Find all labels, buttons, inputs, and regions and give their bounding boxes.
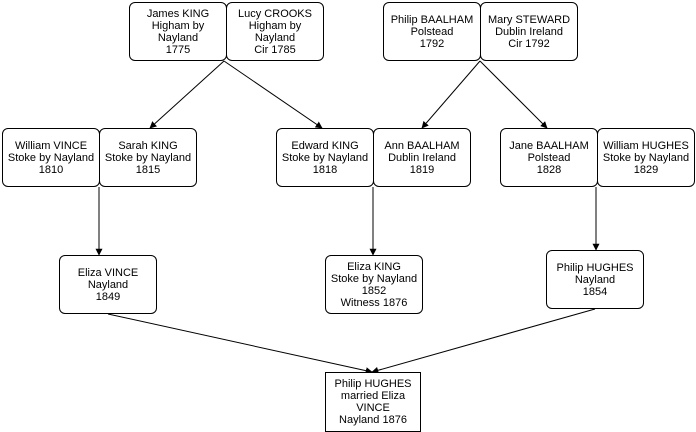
person-text-line: Polstead <box>527 151 571 164</box>
person-text-line: Dublin Ireland <box>388 151 456 164</box>
person-text-line: William VINCE <box>14 139 88 152</box>
person-text-line: Nayland <box>574 273 616 286</box>
edge-philip-hughes-to-marriage <box>371 308 596 374</box>
person-text-line: Higham by <box>248 19 302 32</box>
person-text-line: Stoke by Nayland <box>330 272 418 285</box>
person-text-line: Eliza KING <box>347 260 401 273</box>
person-text-line: Jane BAALHAM <box>509 139 589 152</box>
person-text-line: Nayland <box>87 278 129 291</box>
edge-james-king-to-sarah-king <box>149 60 225 129</box>
edge-eliza-vince-to-marriage <box>107 313 373 375</box>
person-text-line: Nayland <box>254 31 296 44</box>
person-text-line: VINCE <box>356 402 390 414</box>
person-text-line: Edward KING <box>291 139 359 152</box>
person-text-line: 1819 <box>409 163 435 176</box>
person-text-line: Higham by <box>151 19 205 32</box>
edge-mary-steward-to-jane-baalham <box>479 60 548 129</box>
person-text-line: William HUGHES <box>603 139 689 152</box>
person-text-line: Philip HUGHES <box>556 261 634 274</box>
person-text-line: 1792 <box>419 37 445 50</box>
person-text-line: 1818 <box>312 163 338 176</box>
person-text-line: 1829 <box>633 163 659 176</box>
person-text-line: James KING <box>146 7 210 20</box>
person-text-line: married Eliza <box>340 390 406 402</box>
edge-lucy-crooks-to-edward-king <box>223 60 323 129</box>
person-text-line: Stoke by Nayland <box>602 151 690 164</box>
person-text-line: Stoke by Nayland <box>281 151 369 164</box>
person-text-line: Cir 1792 <box>508 37 550 50</box>
person-text-line: Stoke by Nayland <box>7 151 95 164</box>
person-text-line: 1852 <box>361 284 387 297</box>
person-text-line: Philip HUGHES <box>334 378 412 390</box>
person-text-line: Philip BAALHAM <box>390 13 474 26</box>
person-text-line: Stoke by Nayland <box>104 151 192 164</box>
person-text-line: Eliza VINCE <box>77 266 139 279</box>
person-text-line: 1775 <box>165 43 191 56</box>
person-text-line: 1828 <box>536 163 562 176</box>
person-text-line: Witness 1876 <box>340 296 408 309</box>
person-text-line: Nayland <box>157 31 199 44</box>
person-text-line: 1815 <box>135 163 161 176</box>
person-text-line: 1810 <box>38 163 64 176</box>
person-text-line: Sarah KING <box>118 139 178 152</box>
person-text-line: Ann BAALHAM <box>384 139 460 152</box>
edge-philip-baalham-to-ann-baalham <box>421 60 481 129</box>
person-text-line: Cir 1785 <box>254 43 296 56</box>
person-text-line: 1849 <box>95 290 121 303</box>
person-text-line: 1854 <box>582 285 608 298</box>
person-text-line: Mary STEWARD <box>487 13 571 26</box>
person-text-line: Dublin Ireland <box>495 25 563 38</box>
person-text-line: Nayland 1876 <box>339 414 407 426</box>
person-text-line: Lucy CROOKS <box>238 7 312 20</box>
person-text-line: Polstead <box>410 25 454 38</box>
